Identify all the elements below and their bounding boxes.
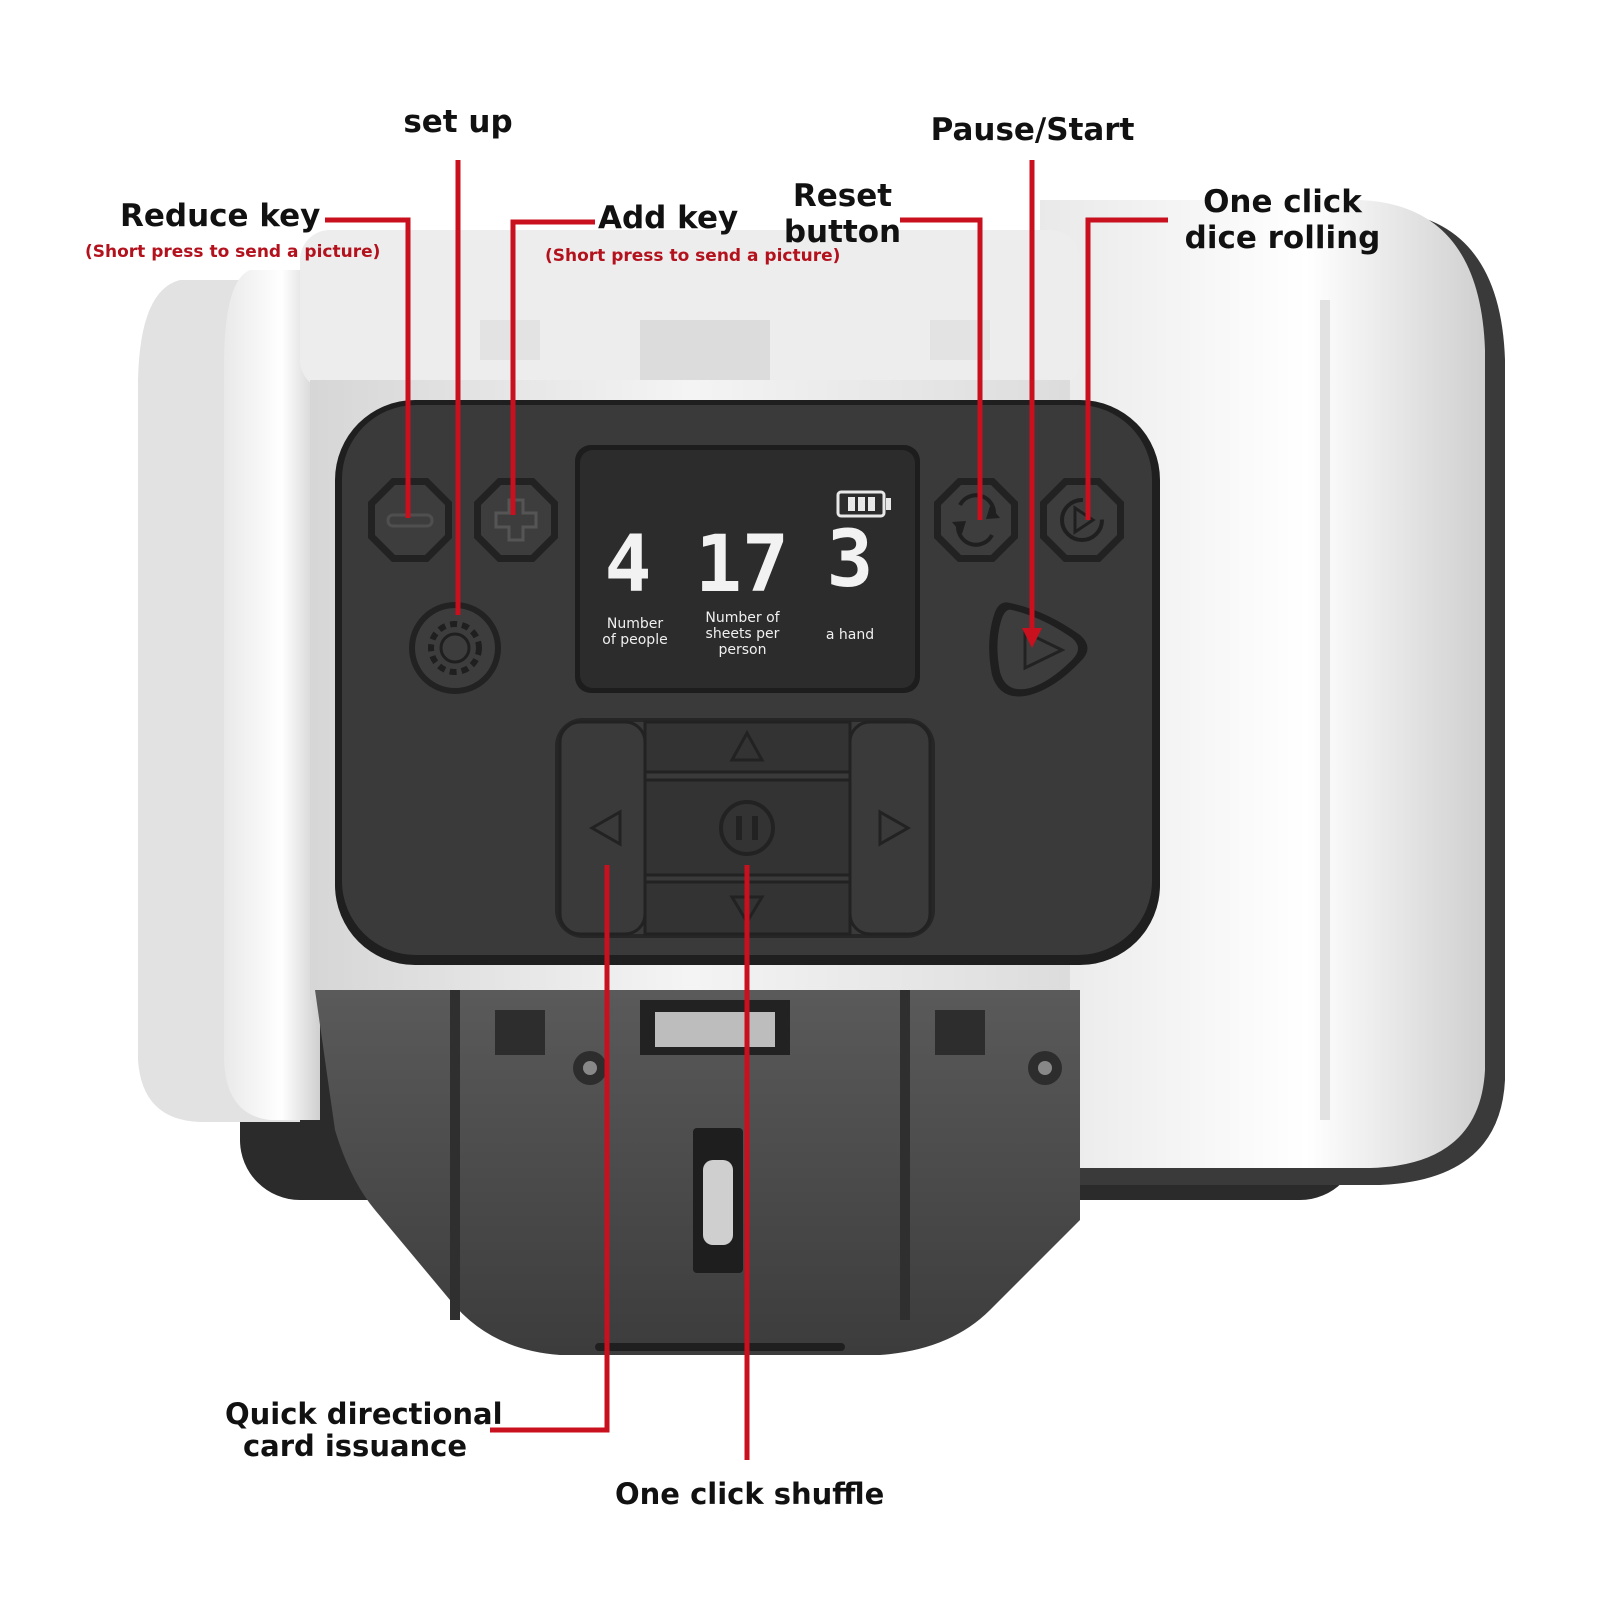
- hand-caption: a hand: [825, 627, 875, 643]
- display-screen: [575, 445, 920, 693]
- sheets-caption-2: sheets per: [705, 626, 780, 642]
- sheets-caption-1: Number of: [705, 610, 780, 626]
- shuffle-wheel-icon: [703, 1160, 733, 1245]
- callout-reduce-key: [325, 217, 411, 518]
- label-set-up: set up: [403, 104, 513, 140]
- people-caption: Number of people: [595, 616, 675, 648]
- battery-icon: [836, 490, 891, 518]
- label-dice-line-1: One click: [1203, 184, 1362, 220]
- callout-reset: [900, 217, 983, 520]
- label-reset-button: Reset button: [780, 178, 905, 250]
- dice-rolling-button[interactable]: [1040, 478, 1124, 562]
- callout-dice: [1085, 217, 1168, 520]
- arrow-right-icon: [878, 809, 912, 847]
- label-directional-line-2: card issuance: [242, 1429, 468, 1463]
- plus-icon: [494, 498, 538, 542]
- callout-directional: [490, 865, 610, 1433]
- callout-add-key: [510, 219, 595, 515]
- sheets-caption: Number of sheets per person: [695, 610, 790, 658]
- sheets-per-person: 17: [695, 520, 789, 610]
- pause-icon: [719, 800, 775, 856]
- add-key[interactable]: [474, 478, 558, 562]
- setup-button[interactable]: [409, 602, 501, 694]
- direction-pad: [555, 718, 935, 938]
- label-reduce-key-note: (Short press to send a picture): [85, 242, 381, 262]
- up-key[interactable]: [643, 720, 852, 774]
- label-directional: Quick directional card issuance: [225, 1397, 503, 1463]
- label-reset-line-2: button: [783, 214, 902, 250]
- reset-button[interactable]: [934, 478, 1018, 562]
- play-icon: [1023, 629, 1066, 671]
- label-add-key: Add key: [598, 200, 739, 236]
- hand-count: 3: [826, 515, 874, 605]
- label-shuffle: One click shuffle: [615, 1477, 885, 1511]
- label-dice-rolling: One click dice rolling: [1170, 184, 1395, 256]
- dice-icon: [1060, 498, 1104, 542]
- label-add-key-note: (Short press to send a picture): [545, 246, 841, 266]
- right-key[interactable]: [848, 720, 932, 936]
- label-reset-line-1: Reset: [792, 178, 893, 214]
- arrow-left-icon: [588, 809, 622, 847]
- pause-start-button[interactable]: [989, 602, 1088, 697]
- callout-arrowheads: [1022, 628, 1042, 648]
- people-caption-2: of people: [602, 632, 668, 648]
- sheets-caption-3: person: [718, 642, 767, 658]
- left-key[interactable]: [558, 720, 647, 936]
- card-tray: [315, 990, 1080, 1355]
- arrow-up-icon: [729, 729, 765, 762]
- shuffle-key[interactable]: [643, 778, 852, 877]
- gear-icon: [428, 621, 482, 675]
- callout-lines: [325, 160, 1168, 1460]
- reduce-key[interactable]: [368, 478, 452, 562]
- label-pause-start: Pause/Start: [930, 112, 1135, 148]
- label-directional-line-1: Quick directional: [225, 1397, 503, 1431]
- people-count: 4: [604, 520, 652, 610]
- label-dice-line-2: dice rolling: [1184, 220, 1381, 256]
- label-reduce-key: Reduce key: [120, 198, 321, 234]
- people-caption-1: Number: [606, 616, 664, 632]
